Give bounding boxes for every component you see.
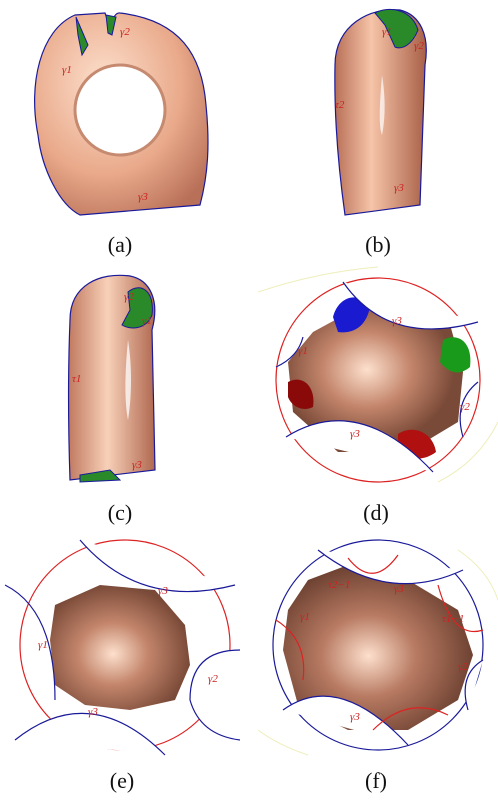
label-gamma1: γ1 — [62, 64, 72, 76]
label-gamma3-bottom: γ3 — [350, 711, 360, 723]
label-gamma2: γ2 — [458, 661, 468, 673]
label-tau2: τ2 — [335, 99, 345, 111]
panel-a-torus-front: γ1 γ2 γ3 — [20, 5, 220, 225]
caption-f: (f) — [346, 768, 406, 794]
label-gamma2: γ2 — [414, 40, 424, 52]
label-gamma2: γ2 — [124, 291, 134, 303]
label-gamma2: γ2 — [208, 673, 218, 685]
torus-hole — [75, 65, 165, 155]
label-tau1-inverse: τ1−1 — [442, 613, 464, 625]
caption-d: (d) — [346, 500, 406, 526]
geodesic-bottom — [15, 713, 165, 755]
label-gamma3-bottom: γ3 — [350, 428, 360, 440]
label-gamma1: γ1 — [298, 345, 308, 357]
label-gamma3: γ3 — [394, 182, 404, 194]
panel-f-refined-domain: τ2−1 γ3 γ1 τ1−1 γ2 γ3 — [258, 530, 498, 760]
geodesic-top — [80, 540, 235, 592]
label-tau1: τ1 — [72, 373, 81, 385]
geodesic-right — [190, 650, 240, 740]
panel-c-torus-rotated: γ2 γ1 τ1 γ3 — [60, 270, 170, 490]
caption-c: (c) — [90, 500, 150, 526]
label-gamma3-bottom: γ3 — [88, 706, 98, 718]
label-gamma3: γ3 — [138, 191, 148, 203]
label-gamma3-top: γ3 — [394, 583, 404, 595]
label-gamma1: γ1 — [382, 26, 392, 38]
panel-d-hyperbolic-disk: γ3 γ1 γ2 γ3 — [258, 262, 498, 502]
panel-b-torus-side: γ1 γ2 τ2 γ3 — [320, 5, 440, 225]
caption-b: (b) — [348, 232, 408, 258]
label-gamma3-top: γ3 — [392, 315, 402, 327]
label-gamma1: γ1 — [300, 611, 310, 623]
label-gamma3: γ3 — [132, 459, 142, 471]
label-gamma2: γ2 — [120, 26, 130, 38]
label-tau2-inverse: τ2−1 — [328, 579, 350, 591]
panel-e-fundamental-domain: γ3 γ1 γ2 γ3 — [0, 530, 240, 760]
label-gamma3-top: γ3 — [158, 585, 168, 597]
caption-e: (e) — [92, 768, 152, 794]
fundamental-domain — [50, 585, 190, 710]
label-gamma1: γ1 — [142, 315, 152, 327]
label-gamma1: γ1 — [38, 639, 48, 651]
caption-a: (a) — [90, 232, 150, 258]
label-gamma2: γ2 — [460, 401, 470, 413]
